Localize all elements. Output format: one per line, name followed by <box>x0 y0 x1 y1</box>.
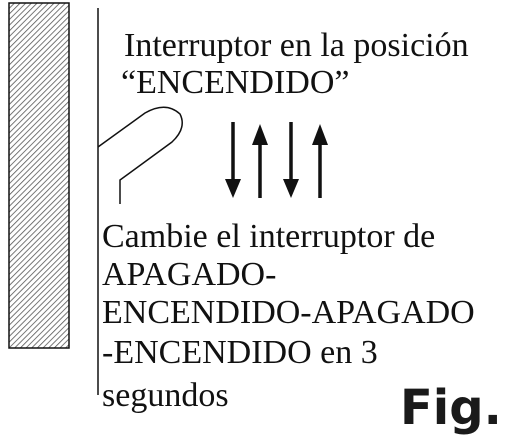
toggle-arrows <box>225 122 328 198</box>
switch-lever <box>97 106 183 204</box>
instruction-line-5: segundos <box>102 377 229 414</box>
arrow-down-icon <box>225 122 241 198</box>
arrow-up-icon <box>312 124 328 198</box>
instruction-line-1: Cambie el interruptor de <box>102 218 436 255</box>
switch-on-label-line-2: “ENCENDIDO” <box>121 64 350 101</box>
arrow-up-icon <box>252 124 268 198</box>
switch-on-label-line-1: Interruptor en la posición <box>124 27 469 64</box>
instruction-line-2: APAGADO- <box>102 256 277 293</box>
figure-label: Fig. <box>400 380 502 436</box>
arrow-down-icon <box>283 122 299 198</box>
wall-panel <box>8 2 70 349</box>
instruction-line-4: -ENCENDIDO en 3 <box>102 334 378 371</box>
switch-instruction-diagram: Interruptor en la posición “ENCENDIDO” C… <box>8 2 502 436</box>
diagram-graphics <box>8 2 328 395</box>
instruction-line-3: ENCENDIDO-APAGADO <box>102 294 475 331</box>
